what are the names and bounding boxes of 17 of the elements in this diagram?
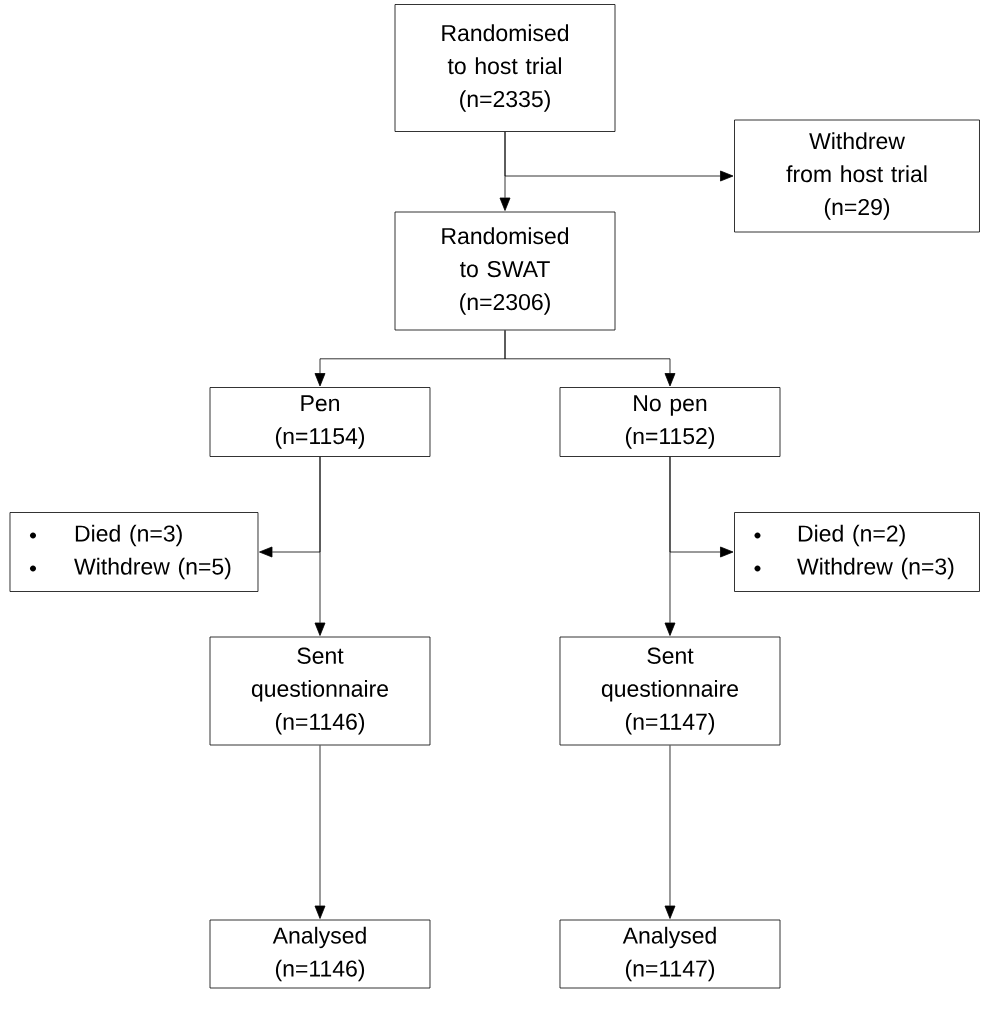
process-box: Sent questionnaire (n=1147) <box>559 636 781 746</box>
process-box: No pen (n=1152) <box>559 387 781 457</box>
arrow <box>314 745 326 919</box>
bullet-list-box: Died (n=3) Withdrew (n=5) <box>9 512 259 592</box>
process-box: Randomised to SWAT (n=2306) <box>394 211 616 331</box>
process-box: Randomised to host trial (n=2335) <box>394 4 616 132</box>
process-box: Withdrew from host trial (n=29) <box>734 119 980 233</box>
arrow <box>664 745 676 919</box>
process-box: Analysed (n=1147) <box>559 919 781 989</box>
process-box: Analysed (n=1146) <box>209 919 431 989</box>
bullet-list-box: Died (n=2) Withdrew (n=3) <box>734 512 980 592</box>
arrow <box>504 330 676 387</box>
process-box: Sent questionnaire (n=1146) <box>209 636 431 746</box>
process-box: Pen (n=1154) <box>209 387 431 457</box>
arrow <box>504 131 734 182</box>
arrow <box>259 456 321 558</box>
arrow <box>669 456 734 558</box>
